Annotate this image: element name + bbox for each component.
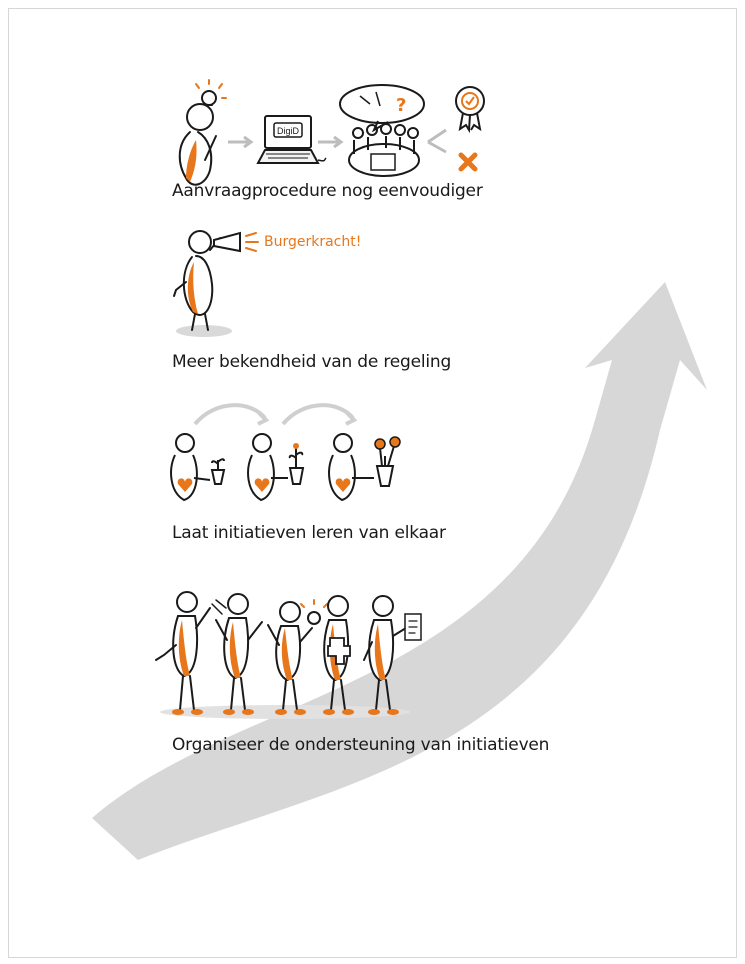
progress-arc-icon [193, 403, 270, 426]
reject-cross-icon [458, 152, 478, 172]
step-4-label: Organiseer de ondersteuning van initiati… [172, 735, 550, 755]
growth-arrow-icon [92, 282, 707, 860]
step-3-label: Laat initiatieven leren van elkaar [172, 523, 446, 543]
person-seedling-icon [170, 433, 226, 502]
person-sprout-icon [247, 433, 305, 502]
step-1-label: Aanvraagprocedure nog eenvoudiger [172, 181, 483, 201]
ground-shadow-icon [176, 325, 232, 337]
burgerkracht-shout: Burgerkracht! [264, 234, 362, 250]
arrow-right-icon [318, 135, 344, 149]
megaphone-person-icon [173, 230, 259, 331]
arrow-split-icon [427, 128, 447, 154]
meeting-icon [339, 84, 425, 177]
idea-person-icon [178, 79, 227, 186]
team-of-people-icon [155, 591, 422, 715]
approval-ribbon-icon [455, 86, 485, 134]
progress-arc-icon [281, 403, 358, 426]
question-mark-icon: ? [396, 95, 406, 116]
laptop-screen-text: DigiD [277, 126, 300, 136]
person-flowers-icon [328, 433, 401, 502]
step-2-label: Meer bekendheid van de regeling [172, 352, 452, 372]
laptop-icon [256, 115, 327, 164]
arrow-right-icon [228, 135, 254, 149]
